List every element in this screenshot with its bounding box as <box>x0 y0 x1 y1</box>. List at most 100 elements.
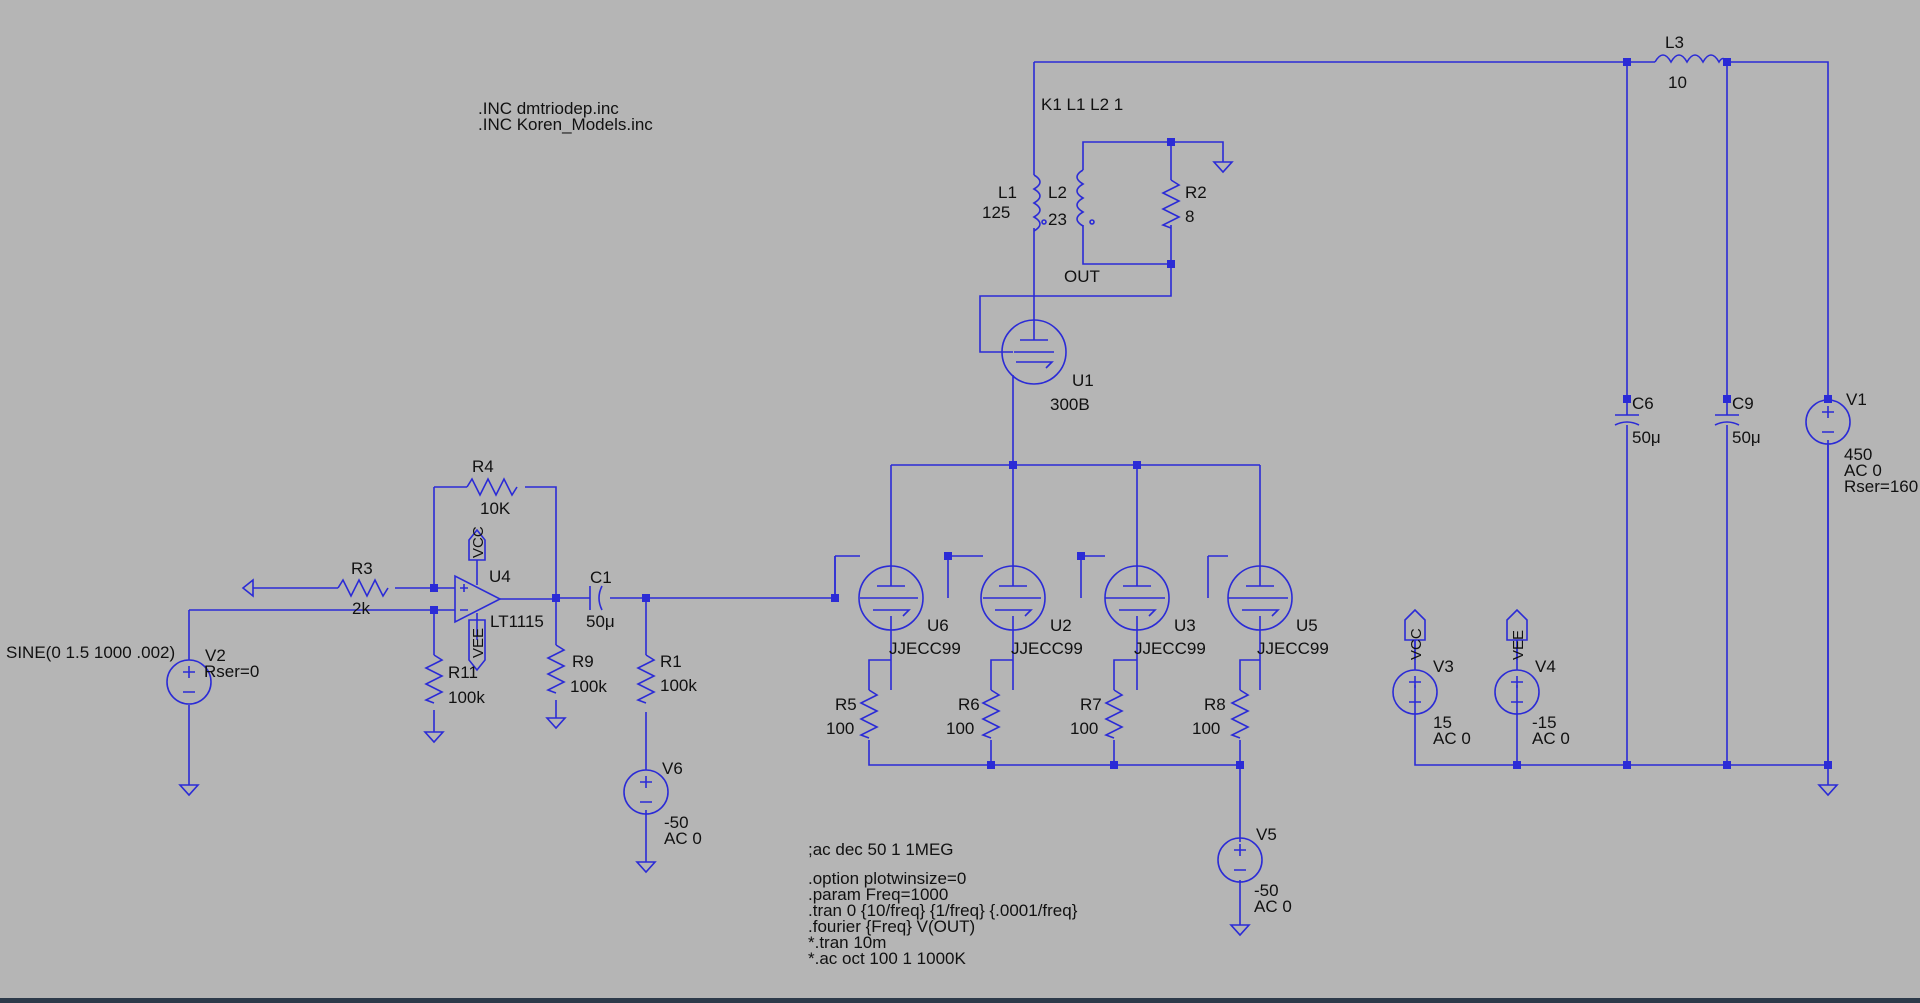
label-V2-rser: Rser=0 <box>204 662 259 681</box>
label-V1-name: V1 <box>1846 390 1867 409</box>
voltage-source-V2[interactable] <box>166 659 212 705</box>
directive-line-1: ;ac dec 50 1 1MEG <box>808 840 954 859</box>
label-U2-value: JJECC99 <box>1011 639 1083 658</box>
voltage-source-V6[interactable] <box>623 769 669 815</box>
tube-U6-JJECC99[interactable] <box>858 565 924 631</box>
directive-line-8: *.ac oct 100 1 1000K <box>808 949 967 968</box>
label-U3-value: JJECC99 <box>1134 639 1206 658</box>
wires <box>188 61 1829 925</box>
label-V2-spec: SINE(0 1.5 1000 .002) <box>6 643 175 662</box>
label-V3-line-1: 15 <box>1433 713 1452 732</box>
resistor-R2[interactable] <box>1161 179 1181 229</box>
label-U3-name: U3 <box>1174 616 1196 635</box>
voltage-source-V5[interactable] <box>1217 837 1263 883</box>
label-R2-value: 8 <box>1185 207 1194 226</box>
resistor-R8[interactable] <box>1230 689 1250 739</box>
label-U4-name: U4 <box>489 567 511 586</box>
label-R11-value: 100k <box>448 688 485 707</box>
capacitor-C1[interactable] <box>589 585 603 611</box>
label-R8-value: 100 <box>1192 719 1220 738</box>
capacitor-C9[interactable] <box>1714 414 1740 426</box>
voltage-source-V3[interactable] <box>1392 640 1438 715</box>
label-V1-line-3: Rser=160 <box>1844 477 1918 496</box>
label-U6-value: JJECC99 <box>889 639 961 658</box>
spice-directives: ;ac dec 50 1 1MEG .option plotwinsize=0 … <box>808 840 1078 968</box>
net-flag-vee-u4 <box>468 619 486 672</box>
label-R2-name: R2 <box>1185 183 1207 202</box>
label-U5-value: JJECC99 <box>1257 639 1329 658</box>
tube-U2-JJECC99[interactable] <box>980 565 1046 631</box>
label-out-net: OUT <box>1064 267 1100 286</box>
label-R6-name: R6 <box>958 695 980 714</box>
label-C1-name: C1 <box>590 568 612 587</box>
label-R8-name: R8 <box>1204 695 1226 714</box>
resistor-R11[interactable] <box>424 654 444 704</box>
cathode-links <box>868 659 1260 690</box>
label-L1-value: 125 <box>982 203 1010 222</box>
label-V6-line-2: AC 0 <box>664 829 702 848</box>
resistor-R5[interactable] <box>859 689 879 739</box>
label-L3-value: 10 <box>1668 73 1687 92</box>
label-R9-name: R9 <box>572 652 594 671</box>
tube-U3-JJECC99[interactable] <box>1104 565 1170 631</box>
label-V3-line-2: AC 0 <box>1433 729 1471 748</box>
label-V4-line-1: -15 <box>1532 713 1557 732</box>
junctions <box>430 58 1832 769</box>
cap-leads <box>1626 395 1728 415</box>
label-L2-value: 23 <box>1048 210 1067 229</box>
inductor-L3[interactable] <box>1654 54 1728 64</box>
label-R11-name: R11 <box>448 663 478 682</box>
label-V1-line-1: 450 <box>1844 445 1872 464</box>
coupling-directive: K1 L1 L2 1 <box>1041 95 1123 114</box>
include-directives: .INC dmtriodep.inc .INC Koren_Models.inc <box>478 99 653 134</box>
label-R5-name: R5 <box>835 695 857 714</box>
resistor-R9[interactable] <box>546 644 566 694</box>
directive-line-5: .tran 0 {10/freq} {1/freq} {.0001/freq} <box>808 901 1078 920</box>
label-R1-name: R1 <box>660 652 682 671</box>
net-arrow <box>241 578 254 598</box>
label-V6-name: V6 <box>662 759 683 778</box>
window-bottom-edge <box>0 998 1920 1003</box>
resistor-R1[interactable] <box>636 654 656 704</box>
label-vcc-u4: VCC <box>470 526 487 558</box>
net-flag-vee-v4 <box>1506 608 1528 641</box>
voltage-source-V1[interactable] <box>1805 399 1851 445</box>
label-L3-name: L3 <box>1665 33 1684 52</box>
label-L1-name: L1 <box>998 183 1017 202</box>
directive-line-6: .fourier {Freq} V(OUT) <box>808 917 975 936</box>
label-C6-name: C6 <box>1632 394 1654 413</box>
label-U5-name: U5 <box>1296 616 1318 635</box>
label-U4-value: LT1115 <box>490 612 544 631</box>
directive-line-3: .option plotwinsize=0 <box>808 869 966 888</box>
resistor-R6[interactable] <box>981 689 1001 739</box>
resistor-R3[interactable] <box>337 578 389 598</box>
label-U1-name: U1 <box>1072 371 1094 390</box>
label-U6-name: U6 <box>927 616 949 635</box>
voltage-source-V4[interactable] <box>1494 640 1540 715</box>
label-V5-line-1: -50 <box>1254 881 1279 900</box>
resistor-R7[interactable] <box>1104 689 1124 739</box>
label-C9-value: 50μ <box>1732 428 1761 447</box>
label-R9-value: 100k <box>570 677 607 696</box>
label-V4-line-2: AC 0 <box>1532 729 1570 748</box>
label-vcc-v3: VCC <box>1408 628 1425 660</box>
tube-U5-JJECC99[interactable] <box>1227 565 1293 631</box>
resistor-R4[interactable] <box>466 477 518 497</box>
label-V3-name: V3 <box>1433 657 1454 676</box>
label-R7-value: 100 <box>1070 719 1098 738</box>
label-L2-name: L2 <box>1048 183 1067 202</box>
label-R1-value: 100k <box>660 676 697 695</box>
label-R6-value: 100 <box>946 719 974 738</box>
label-U2-name: U2 <box>1050 616 1072 635</box>
label-R4-name: R4 <box>472 457 494 476</box>
label-U1-value: 300B <box>1050 395 1090 414</box>
tube-U1-300B[interactable] <box>1001 319 1067 385</box>
opamp-U4[interactable] <box>454 560 556 640</box>
capacitor-C6[interactable] <box>1614 414 1640 426</box>
label-R3-name: R3 <box>351 559 373 578</box>
label-V4-name: V4 <box>1535 657 1556 676</box>
label-V5-line-2: AC 0 <box>1254 897 1292 916</box>
transformer-L1-L2[interactable] <box>1032 169 1095 232</box>
label-R3-value: 2k <box>352 599 370 618</box>
